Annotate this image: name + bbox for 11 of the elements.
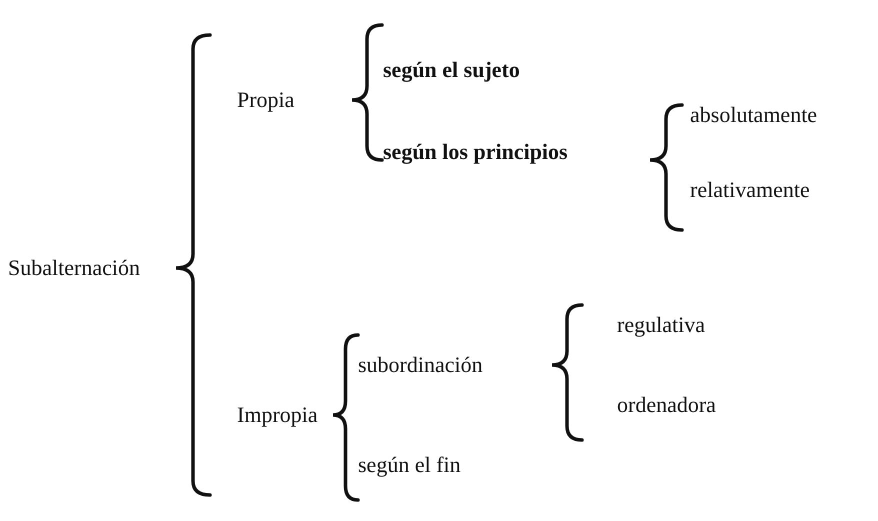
term-label: ordenadora bbox=[617, 391, 716, 419]
term-label: relativamente bbox=[690, 176, 810, 204]
term-label: según los principios bbox=[383, 138, 568, 166]
term-label: según el sujeto bbox=[383, 56, 520, 84]
term-label: regulativa bbox=[617, 311, 705, 339]
term-label: subordinación bbox=[358, 351, 483, 379]
term-label: Propia bbox=[237, 86, 294, 114]
term-label: Impropia bbox=[237, 401, 318, 429]
term-label: Subalternación bbox=[8, 254, 140, 282]
term-label: absolutamente bbox=[690, 101, 818, 129]
term-label: según el fin bbox=[358, 451, 461, 479]
